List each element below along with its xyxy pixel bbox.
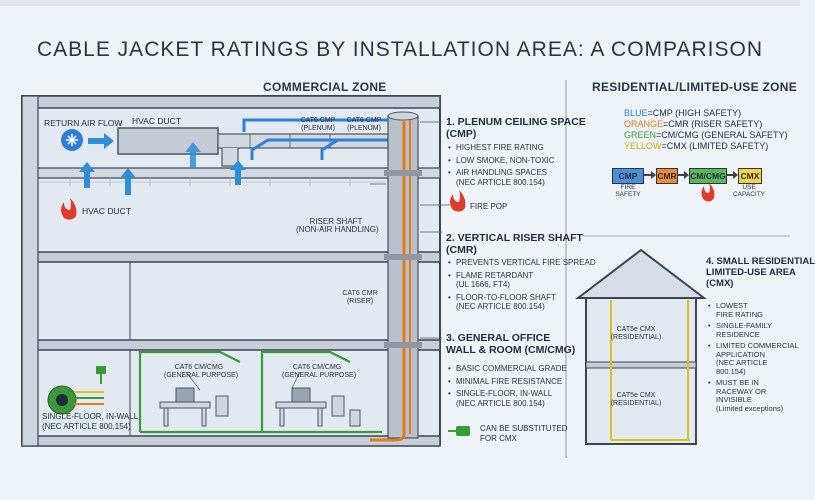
- section-1-bullets: HIGHEST FIRE RATING LOW SMOKE, NON-TOXIC…: [448, 143, 566, 190]
- legend-color-word: BLUE: [624, 108, 648, 118]
- section-1-bullet: HIGHEST FIRE RATING: [448, 143, 566, 153]
- section-4-bullets: LOWEST FIRE RATING SINGLE-FAMILY RESIDEN…: [708, 301, 799, 416]
- section-1-title: 1. PLENUM CEILING SPACE (CMP): [446, 116, 586, 140]
- section-3-bullet: MINIMAL FIRE RESISTANCE: [448, 377, 566, 387]
- plug-icon-bottom: [448, 426, 470, 436]
- cat6-gp-label-b: CAT6 CM/CMG (GENERAL PURPOSE): [282, 364, 357, 379]
- section-4-bullet: LIMITED COMMERCIAL APPLICATION (NEC ARTI…: [708, 341, 799, 376]
- cat6-riser-label: CAT6 CMR (RISER): [342, 290, 378, 305]
- section-3-bullet: BASIC COMMERCIAL GRADE: [448, 364, 567, 374]
- legend-rest: =CMR (RISER SAFETY): [663, 119, 763, 129]
- chain-use-capacity-label: USE CAPACITY: [732, 184, 766, 198]
- section-4-title: 4. SMALL RESIDENTIAL LIMITED-USE AREA (C…: [706, 256, 815, 289]
- section-3-title: 3. GENERAL OFFICE WALL & ROOM (CM/CMG): [446, 332, 576, 356]
- riser-shaft-label: RISER SHAFT (NON-AIR HANDLING): [296, 217, 379, 234]
- fire-icon-chain: [701, 183, 715, 202]
- ceiling-grid: [40, 178, 385, 186]
- chain-chip-cmx: CMX: [738, 168, 762, 184]
- commercial-building: [21, 95, 441, 447]
- fire-pop-label: FIRE POP: [470, 202, 508, 211]
- plug-icon: [96, 366, 106, 384]
- chain-arrows: [643, 171, 738, 179]
- house: [575, 248, 707, 445]
- section-2-bullet: FLOOR-TO-FLOOR SHAFT (NEC ARTICLE 800.15…: [448, 293, 566, 312]
- single-floor-label: SINGLE-FLOOR, IN-WALL (NEC ARTICLE 800.1…: [42, 412, 139, 431]
- chain-chip-cmg: CM/CMG: [689, 168, 727, 184]
- airflow-arrows: [79, 133, 246, 195]
- legend-line-yellow: YELLOW=CMX (LIMITED SAFETY): [624, 141, 768, 152]
- pointer-lines: [185, 121, 450, 391]
- return-air-label: RETURN AIR FLOW: [44, 118, 123, 128]
- ac-unit-icon: [61, 129, 83, 151]
- legend-rest: =CM/CMG (GENERAL SAFETY): [656, 130, 788, 140]
- hvac-duct-label-left: HVAC DUCT: [82, 206, 131, 216]
- legend-line-green: GREEN=CM/CMG (GENERAL SAFETY): [624, 130, 787, 141]
- cmp-cables: [242, 118, 398, 160]
- section-4-bullet: LOWEST FIRE RATING: [708, 301, 798, 319]
- section-2-bullet: PREVENTS VERTICAL FIRE SPREAD: [448, 258, 596, 268]
- section-4-bullet: SINGLE-FAMILY RESIDENCE: [708, 321, 798, 339]
- office-furniture: [159, 387, 361, 427]
- section-2-title: 2. VERTICAL RISER SHAFT (CMR): [446, 232, 583, 256]
- section-3-bullets: BASIC COMMERCIAL GRADE MINIMAL FIRE RESI…: [448, 364, 567, 411]
- chain-fire-safety-label: FIRE SAFETY: [615, 184, 641, 198]
- substitute-label: CAN BE SUBSTITUTED FOR CMX: [480, 424, 568, 443]
- legend-color-word: YELLOW: [624, 141, 662, 151]
- cat5e-label-b: CAT5e CMX (RESIDENTIAL): [610, 392, 662, 407]
- cat5e-label-a: CAT5e CMX (RESIDENTIAL): [610, 326, 662, 341]
- legend-line-blue: BLUE=CMP (HIGH SAFETY): [624, 108, 741, 119]
- cmg-cables: [138, 350, 382, 434]
- section-2-bullets: PREVENTS VERTICAL FIRE SPREAD FLAME RETA…: [448, 258, 596, 315]
- commercial-zone-title: COMMERCIAL ZONE: [263, 80, 387, 94]
- section-2-bullet: FLAME RETARDANT (UL 1666, FT4): [448, 271, 566, 290]
- cat6-gp-label-a: CAT6 CM/CMG (GENERAL PURPOSE): [164, 364, 239, 379]
- cat6-plenum-label-a: CAT6 CMP (PLENUM): [300, 117, 336, 132]
- hvac-duct-label: HVAC DUCT: [132, 116, 181, 126]
- riser-shaft: [370, 111, 422, 442]
- legend-color-word: ORANGE: [624, 119, 664, 129]
- chain-chip-cmp: CMP: [612, 168, 644, 184]
- section-3-bullet: SINGLE-FLOOR, IN-WALL (NEC ARTICLE 800.1…: [448, 389, 566, 408]
- legend-color-word: GREEN: [624, 130, 657, 140]
- legend-rest: =CMX (LIMITED SAFETY): [661, 141, 769, 151]
- cable-spool-icon: [47, 385, 104, 415]
- legend-rest: =CMP (HIGH SAFETY): [647, 108, 742, 118]
- chain-chip-cmr: CMR: [656, 168, 678, 184]
- section-1-bullet: AIR HANDLING SPACES (NEC ARTICLE 800.154…: [448, 168, 566, 187]
- residential-zone-title: RESIDENTIAL/LIMITED-USE ZONE: [592, 80, 798, 94]
- section-4-bullet: MUST BE IN RACEWAY OR INVISIBLE (Limited…: [708, 378, 798, 413]
- fire-icon: [61, 190, 466, 220]
- legend-line-orange: ORANGE=CMR (RISER SAFETY): [624, 119, 762, 130]
- cat6-plenum-label-b: CAT6 CMP (PLENUM): [346, 117, 382, 132]
- page-title: CABLE JACKET RATINGS BY INSTALLATION ARE…: [36, 38, 763, 61]
- section-1-bullet: LOW SMOKE, NON-TOXIC: [448, 156, 566, 166]
